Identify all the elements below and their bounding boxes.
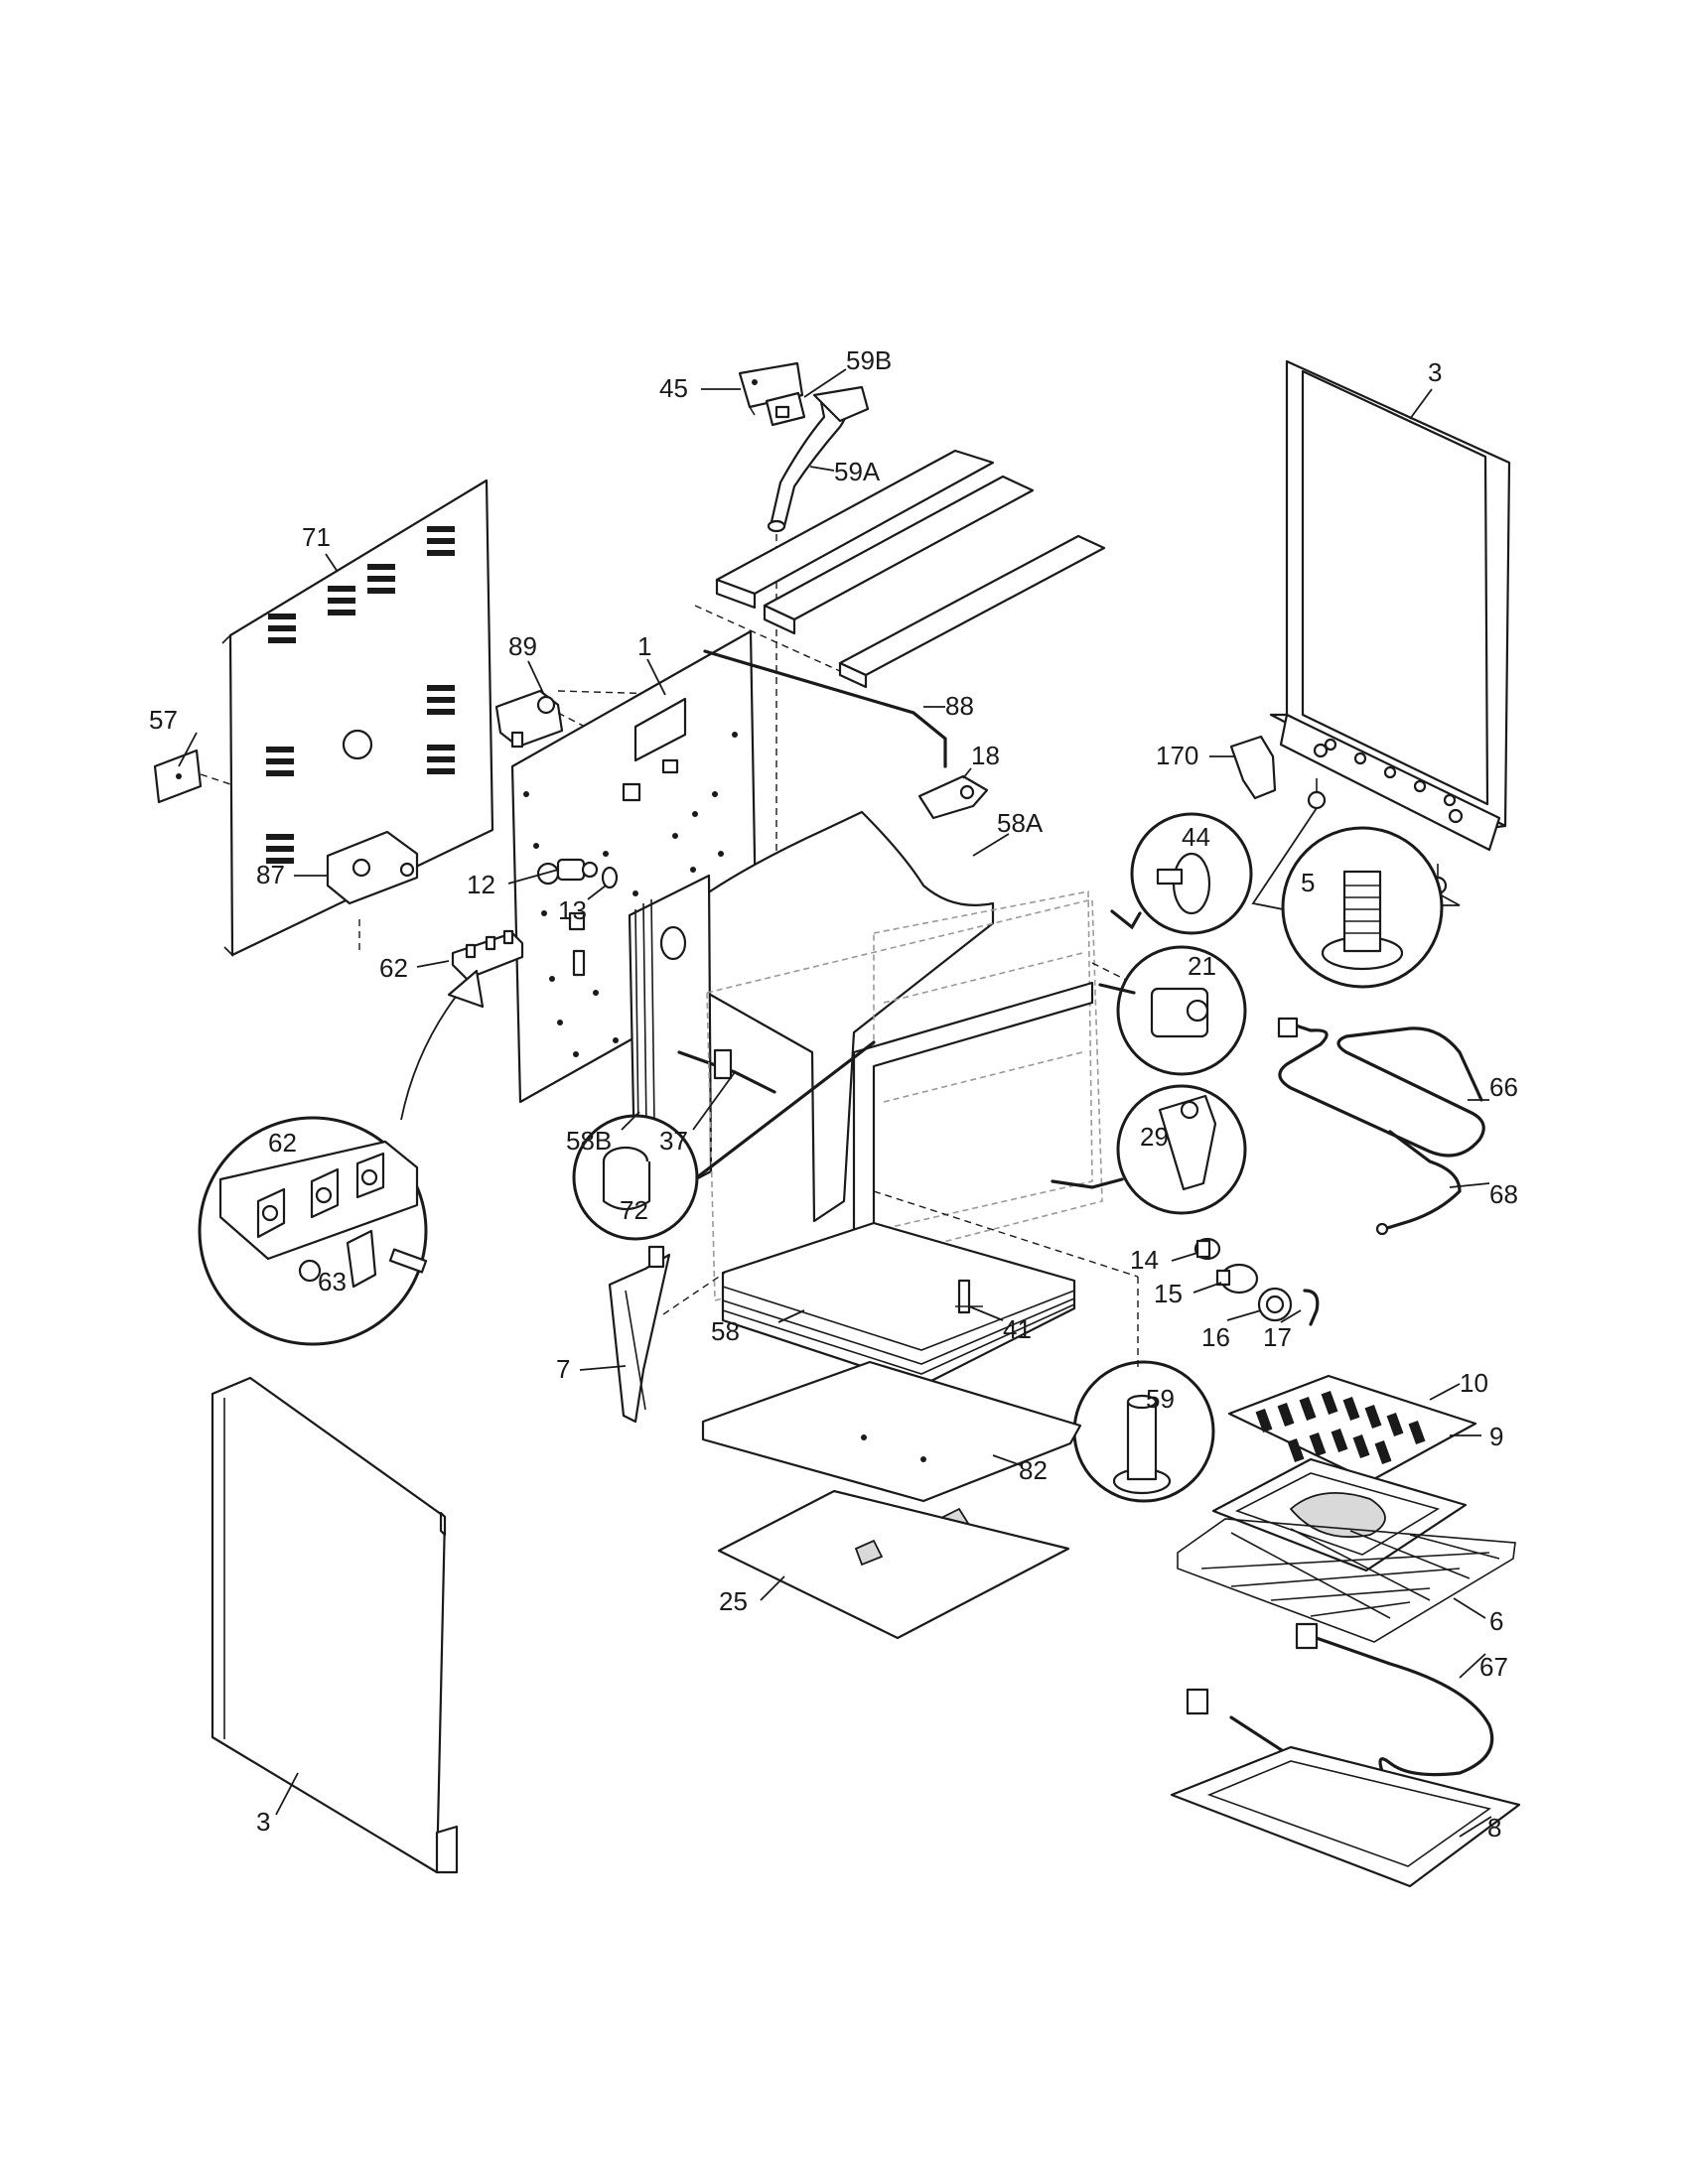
callout-58b: 58B — [566, 1126, 612, 1156]
part-17-clip — [1303, 1289, 1320, 1326]
callout-67: 67 — [1479, 1652, 1508, 1682]
callout-57: 57 — [149, 705, 178, 735]
grid-slots — [1255, 1390, 1426, 1465]
callout-37: 37 — [659, 1126, 688, 1156]
callout-58a: 58A — [997, 808, 1044, 838]
part-14-socket — [1193, 1237, 1221, 1261]
callout-59a: 59A — [834, 457, 881, 486]
callout-45: 45 — [659, 373, 688, 403]
part-59a-tube — [767, 385, 870, 533]
part-25-drawer-plate — [717, 1489, 1070, 1640]
part-170-bracket — [1229, 735, 1277, 800]
part-87-terminal-bracket — [326, 830, 419, 905]
callout-16: 16 — [1201, 1322, 1230, 1352]
callout-89: 89 — [508, 631, 537, 661]
callout-29: 29 — [1140, 1122, 1169, 1152]
callout-25: 25 — [719, 1586, 748, 1616]
callout-1: 1 — [637, 631, 651, 661]
part-18-hinge-bracket — [917, 774, 989, 820]
callout-63: 63 — [318, 1267, 347, 1297]
part-10-broiler-grid — [1227, 1374, 1477, 1483]
part-58a-top-insulation — [705, 810, 995, 1223]
part-59b-bracket — [765, 391, 806, 427]
callout-41: 41 — [1003, 1314, 1032, 1344]
callout-9: 9 — [1489, 1422, 1503, 1451]
part-58-bottom-insulation — [721, 1221, 1076, 1388]
callout-17: 17 — [1263, 1322, 1292, 1352]
callout-13: 13 — [558, 895, 587, 925]
callout-62-detail: 62 — [268, 1128, 297, 1158]
callout-14: 14 — [1130, 1245, 1159, 1275]
top-rail-middle — [763, 475, 1035, 635]
callout-88: 88 — [945, 691, 974, 721]
detail-62-terminal-block — [198, 1116, 428, 1346]
part-57-cover-plate — [153, 749, 203, 804]
detail-59-tube — [1072, 1360, 1215, 1503]
part-7-hinge — [608, 1245, 671, 1424]
callout-44: 44 — [1182, 822, 1210, 852]
part-3-side-panel-right — [1269, 359, 1511, 852]
part-88-wire — [703, 649, 947, 768]
leveler-screw-left — [1307, 778, 1327, 810]
callout-170: 170 — [1156, 741, 1198, 770]
part-16-lens — [1257, 1287, 1293, 1322]
part-66-bake-element — [1277, 1017, 1485, 1158]
callout-59b: 59B — [846, 345, 892, 375]
callout-58: 58 — [711, 1316, 740, 1346]
callout-12: 12 — [467, 870, 495, 899]
callout-10: 10 — [1460, 1368, 1488, 1398]
detail-5-leveler — [1281, 826, 1444, 989]
callout-15: 15 — [1154, 1279, 1183, 1308]
callout-68: 68 — [1489, 1179, 1518, 1209]
callout-8: 8 — [1487, 1813, 1501, 1843]
callout-87: 87 — [256, 860, 285, 889]
callout-59: 59 — [1146, 1384, 1175, 1414]
callout-7: 7 — [556, 1354, 570, 1384]
callout-66: 66 — [1489, 1072, 1518, 1102]
callout-labels: 45 59B 59A 3 71 1 89 88 57 170 18 58A 44… — [149, 345, 1518, 1843]
top-rail-front — [715, 449, 995, 610]
vent-slots — [266, 526, 455, 864]
leader-lines — [178, 368, 1492, 1838]
callout-71: 71 — [302, 522, 331, 552]
arrow-62-detail — [400, 969, 485, 1121]
part-89-thermostat — [494, 689, 564, 749]
callout-3-top: 3 — [1428, 357, 1442, 387]
detail-21-clip — [1116, 945, 1247, 1076]
detail-72-plug — [572, 1114, 699, 1241]
part-12-switch — [556, 858, 599, 882]
part-68-wire — [1375, 1130, 1462, 1236]
part-3-side-panel-left — [210, 1376, 459, 1874]
callout-21: 21 — [1188, 951, 1216, 981]
callout-82: 82 — [1019, 1455, 1048, 1485]
detail-44-knob — [1130, 812, 1253, 935]
callout-62-small: 62 — [379, 953, 408, 983]
callout-6: 6 — [1489, 1606, 1503, 1636]
callout-72: 72 — [620, 1195, 648, 1225]
part-62-terminal-block-small — [451, 929, 524, 981]
part-13-clip — [601, 866, 619, 889]
callout-5: 5 — [1301, 868, 1315, 897]
callout-3-bottom: 3 — [256, 1807, 270, 1837]
part-71-rear-panel — [221, 478, 494, 957]
panel-bottom-holes — [1324, 738, 1457, 807]
panel-holes — [523, 732, 738, 1057]
part-6-oven-rack — [1177, 1518, 1516, 1643]
part-15-bulb — [1215, 1263, 1259, 1295]
part-8-oven-bottom — [1170, 1745, 1521, 1888]
detail-29-clip — [1116, 1084, 1247, 1215]
callout-18: 18 — [971, 741, 1000, 770]
